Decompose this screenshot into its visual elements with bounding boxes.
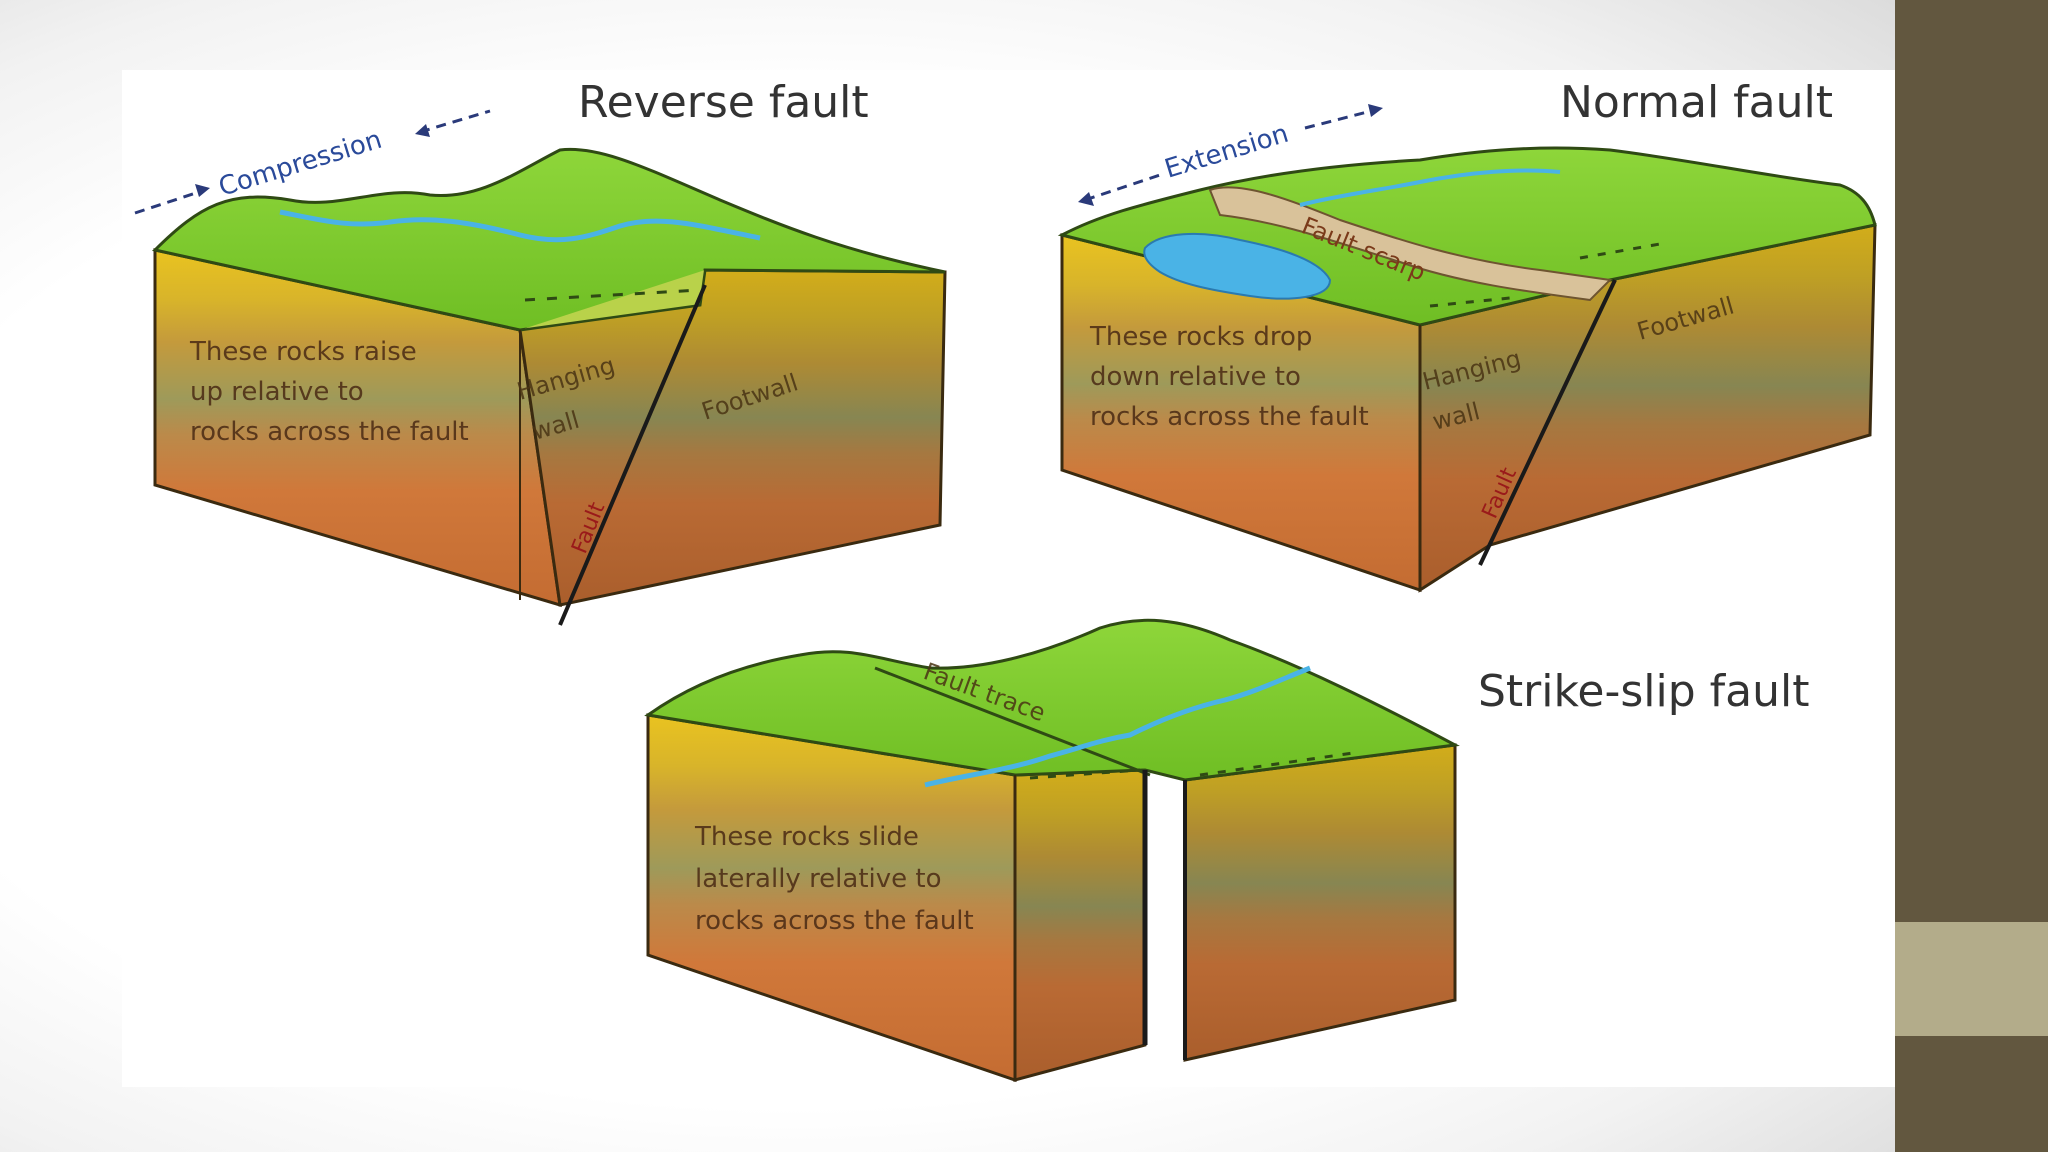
compression-arrow-right xyxy=(420,111,490,132)
reverse-hanging-note-line1: These rocks raise xyxy=(189,337,417,367)
strikeslip-fault-title: Strike-slip fault xyxy=(1478,666,1809,717)
extension-arrow-left xyxy=(1085,175,1160,200)
arrowhead-right-icon xyxy=(1368,104,1383,117)
slide-side-bar-bottom xyxy=(1895,1036,2048,1152)
normal-hanging-note-line2: down relative to xyxy=(1090,362,1301,392)
strikeslip-right-front-face xyxy=(1185,745,1455,1060)
compression-label: Compression xyxy=(215,125,385,203)
fault-types-diagram: Compression Reverse fault These rocks ra… xyxy=(0,0,1895,1152)
extension-arrow-right xyxy=(1305,110,1375,128)
compression-arrow-left xyxy=(135,190,205,213)
arrowhead-left-icon xyxy=(415,124,430,137)
reverse-hanging-note-line2: up relative to xyxy=(190,377,364,407)
strikeslip-note-line2: laterally relative to xyxy=(695,864,942,894)
normal-hanging-note-line1: These rocks drop xyxy=(1089,322,1312,352)
strikeslip-left-side-face xyxy=(1015,770,1145,1080)
strikeslip-note-line1: These rocks slide xyxy=(694,822,919,852)
slide-side-bar xyxy=(1895,0,2048,922)
normal-fault-title: Normal fault xyxy=(1560,77,1833,128)
arrowhead-right-icon xyxy=(195,184,210,197)
reverse-fault-title: Reverse fault xyxy=(578,77,869,128)
strikeslip-left-front-face xyxy=(648,715,1015,1080)
reverse-hanging-note-line3: rocks across the fault xyxy=(190,417,469,447)
strikeslip-note-line3: rocks across the fault xyxy=(695,906,974,936)
normal-hanging-note-line3: rocks across the fault xyxy=(1090,402,1369,432)
slide-side-accent xyxy=(1895,922,2048,1036)
